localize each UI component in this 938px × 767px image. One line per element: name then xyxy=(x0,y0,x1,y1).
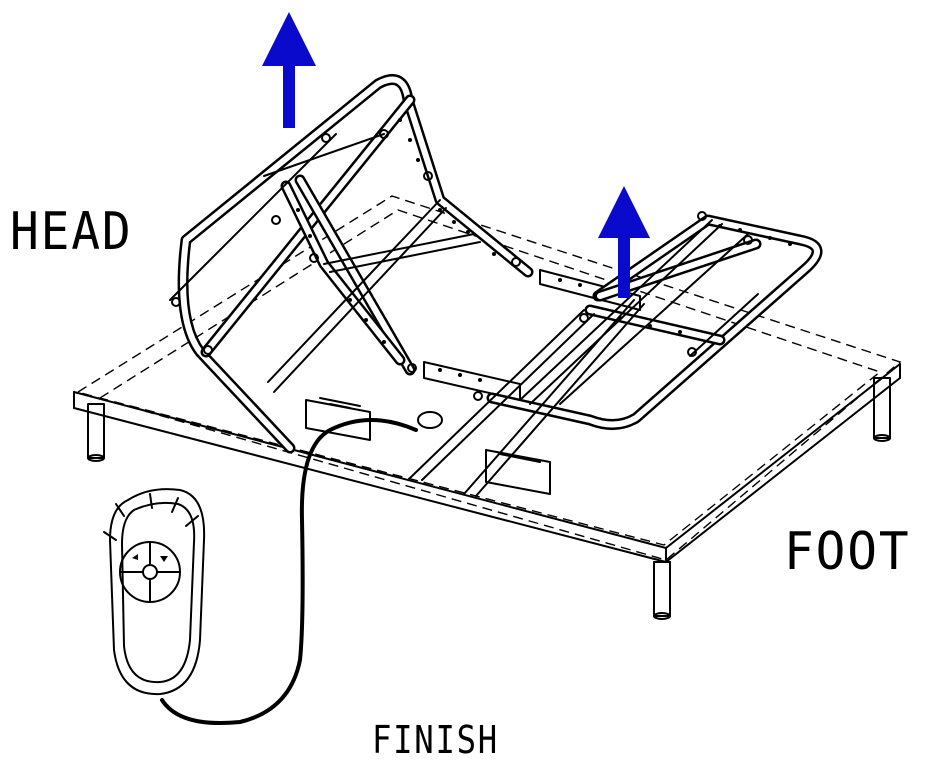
foot-section-frame xyxy=(409,211,823,497)
head-section-frame xyxy=(169,74,534,454)
motor-head xyxy=(305,397,443,441)
remote-cable xyxy=(160,418,418,726)
motor-units xyxy=(305,397,551,495)
leg-front-left xyxy=(87,403,105,462)
up-arrow-icon xyxy=(598,186,650,298)
base-frame xyxy=(73,195,902,563)
finish-label: FINISH xyxy=(372,718,499,762)
leg-front-right xyxy=(653,561,671,620)
remote-control-icon xyxy=(103,488,206,696)
up-arrow-icon xyxy=(262,12,316,128)
foot-label: FOOT xyxy=(784,522,911,582)
bed-legs xyxy=(87,377,891,620)
head-label: HEAD xyxy=(10,202,133,262)
leg-back-right xyxy=(873,377,891,442)
motor-foot xyxy=(485,449,551,495)
